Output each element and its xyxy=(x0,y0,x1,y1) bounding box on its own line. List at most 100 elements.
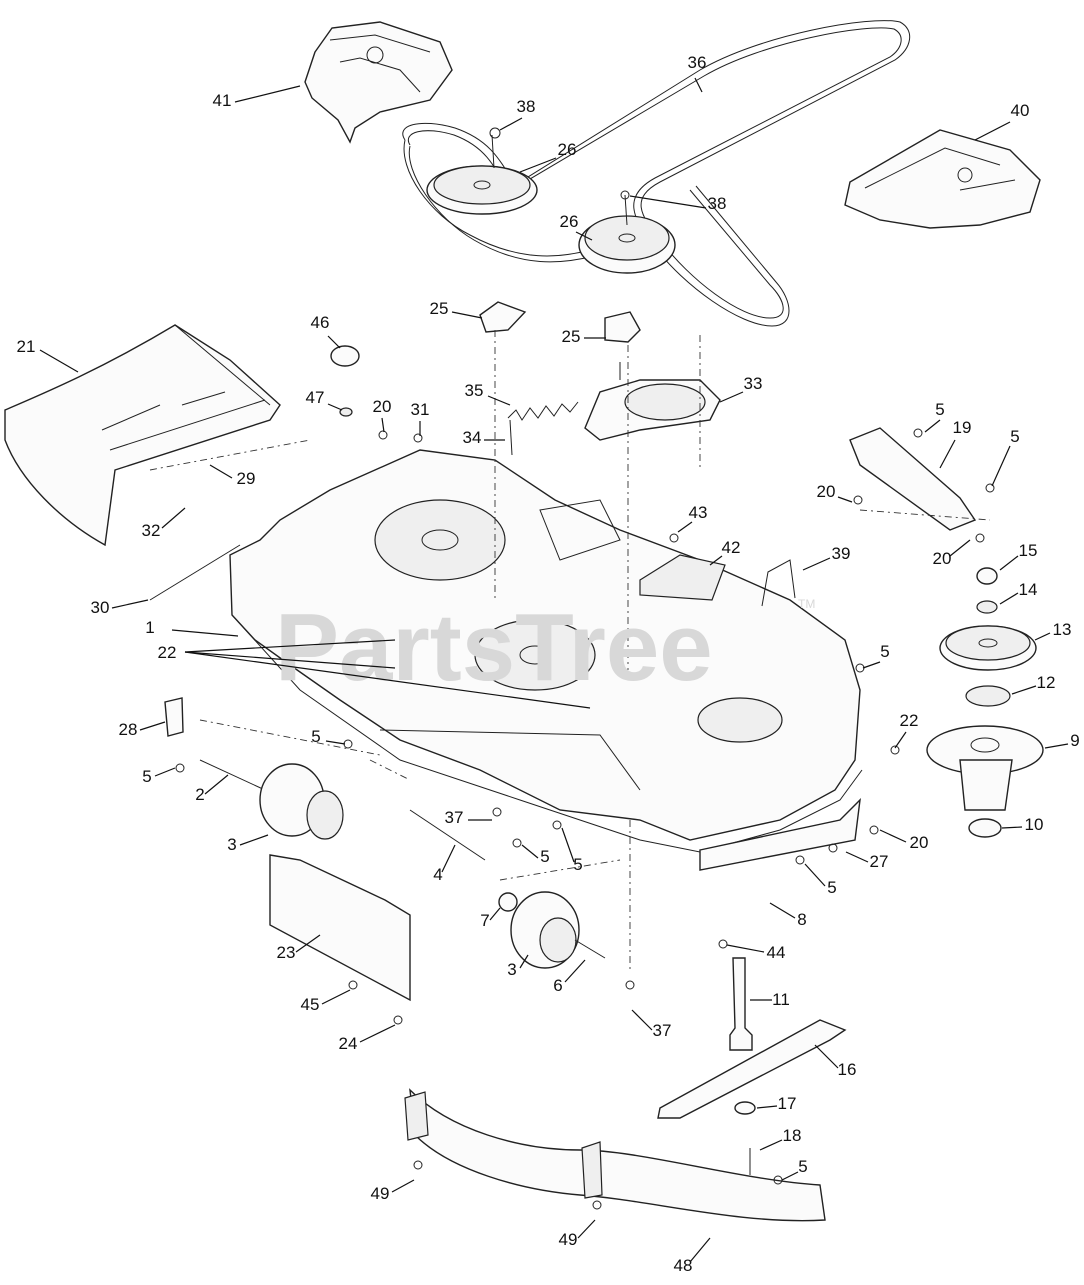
idler-bracket-left xyxy=(479,301,527,333)
idler-arm xyxy=(584,362,721,441)
leader-c47 xyxy=(327,403,343,411)
right-belt-cover xyxy=(844,129,1041,229)
callout-c38b: 38 xyxy=(708,194,727,213)
leader-c22b xyxy=(894,731,907,749)
callout-c29: 29 xyxy=(237,469,256,488)
watermark-trademark: TM xyxy=(798,597,815,611)
leader-c18 xyxy=(759,1139,783,1151)
callout-c8: 8 xyxy=(797,910,806,929)
handle-39 xyxy=(761,559,796,607)
fasteners xyxy=(149,127,995,1210)
spindle-housing-9 xyxy=(926,725,1044,811)
callout-c3a: 3 xyxy=(227,835,236,854)
leader-c5c xyxy=(862,661,881,669)
leader-c1 xyxy=(171,629,239,637)
anti-scalp-roller-front xyxy=(510,891,580,969)
leader-c3b xyxy=(519,954,529,969)
leader-c17 xyxy=(756,1105,778,1109)
callout-c25a: 25 xyxy=(430,299,449,318)
leader-c42 xyxy=(709,555,723,566)
leader-c49a xyxy=(391,1179,415,1193)
spindle-shaft-11 xyxy=(729,957,753,1051)
callout-c38a: 38 xyxy=(517,97,536,116)
callout-c14: 14 xyxy=(1019,580,1038,599)
leader-c12 xyxy=(1011,685,1037,695)
leader-c5f xyxy=(521,844,539,859)
leader-c22a-extra-1 xyxy=(184,651,396,669)
leader-c2 xyxy=(204,774,229,795)
callout-c39: 39 xyxy=(832,544,851,563)
callout-c2: 2 xyxy=(195,785,204,804)
leader-c19 xyxy=(939,439,956,469)
washer-12 xyxy=(965,685,1011,707)
callout-c48: 48 xyxy=(674,1256,693,1275)
callout-c46: 46 xyxy=(311,313,330,332)
callout-c20b: 20 xyxy=(817,482,836,501)
callout-c13: 13 xyxy=(1053,620,1072,639)
mower-deck-housing xyxy=(229,449,863,853)
leader-c38a xyxy=(499,117,523,131)
leader-c13 xyxy=(1034,632,1051,641)
pulley-upper-right xyxy=(578,194,676,274)
idler-bracket-right xyxy=(604,311,641,343)
callout-c36: 36 xyxy=(688,53,707,72)
callout-c34: 34 xyxy=(463,428,482,447)
leader-c5e xyxy=(154,767,176,777)
callout-c49b: 49 xyxy=(559,1230,578,1249)
callout-c28: 28 xyxy=(119,720,138,739)
leader-c33 xyxy=(719,391,744,403)
leader-c5a xyxy=(924,419,941,433)
callout-c26a: 26 xyxy=(558,140,577,159)
leader-c36 xyxy=(694,77,703,93)
callout-c44: 44 xyxy=(767,943,786,962)
leader-c7 xyxy=(489,907,501,921)
callout-c20d: 20 xyxy=(910,833,929,852)
bracket-28 xyxy=(164,697,184,737)
leader-c5d xyxy=(325,740,346,745)
grate-42 xyxy=(639,554,726,601)
callout-c9: 9 xyxy=(1070,731,1079,750)
pulley-upper-left xyxy=(426,134,538,215)
callout-c23: 23 xyxy=(277,943,296,962)
callout-c24: 24 xyxy=(339,1034,358,1053)
leader-c20b xyxy=(837,496,853,503)
callout-c45: 45 xyxy=(301,995,320,1014)
callout-c25b: 25 xyxy=(562,327,581,346)
washer-47 xyxy=(339,407,353,417)
leader-c29 xyxy=(209,464,233,479)
leader-c37b xyxy=(631,1009,653,1031)
rear-baffle-48 xyxy=(404,1088,826,1222)
leader-c4 xyxy=(441,844,456,873)
leader-c15 xyxy=(999,555,1019,571)
callout-c26b: 26 xyxy=(560,212,579,231)
leader-c5b xyxy=(991,445,1011,487)
washer-14 xyxy=(976,600,998,614)
callout-c6: 6 xyxy=(553,976,562,995)
leader-c39 xyxy=(802,557,831,571)
callout-c32: 32 xyxy=(142,521,161,540)
axle-6 xyxy=(574,939,606,959)
left-belt-cover xyxy=(304,21,453,144)
callout-c15: 15 xyxy=(1019,541,1038,560)
leader-c14 xyxy=(999,592,1019,605)
callout-c5f: 5 xyxy=(540,847,549,866)
assembly-lines xyxy=(149,330,991,970)
leader-c35 xyxy=(487,395,511,406)
callout-c20c: 20 xyxy=(933,549,952,568)
leader-c16 xyxy=(814,1044,839,1069)
knob xyxy=(330,345,360,367)
watermark-text: PartsTree xyxy=(275,594,713,701)
leader-c24 xyxy=(359,1024,396,1043)
callout-c18: 18 xyxy=(783,1126,802,1145)
callout-c35: 35 xyxy=(465,381,484,400)
leader-c21 xyxy=(39,349,79,373)
leader-c32 xyxy=(161,507,186,529)
skid-plate-23 xyxy=(269,854,411,1002)
spacer-7 xyxy=(498,892,518,912)
leader-c5i xyxy=(781,1171,799,1181)
callout-c30: 30 xyxy=(91,598,110,617)
leader-c40 xyxy=(974,121,1011,141)
callout-c5g: 5 xyxy=(573,855,582,874)
